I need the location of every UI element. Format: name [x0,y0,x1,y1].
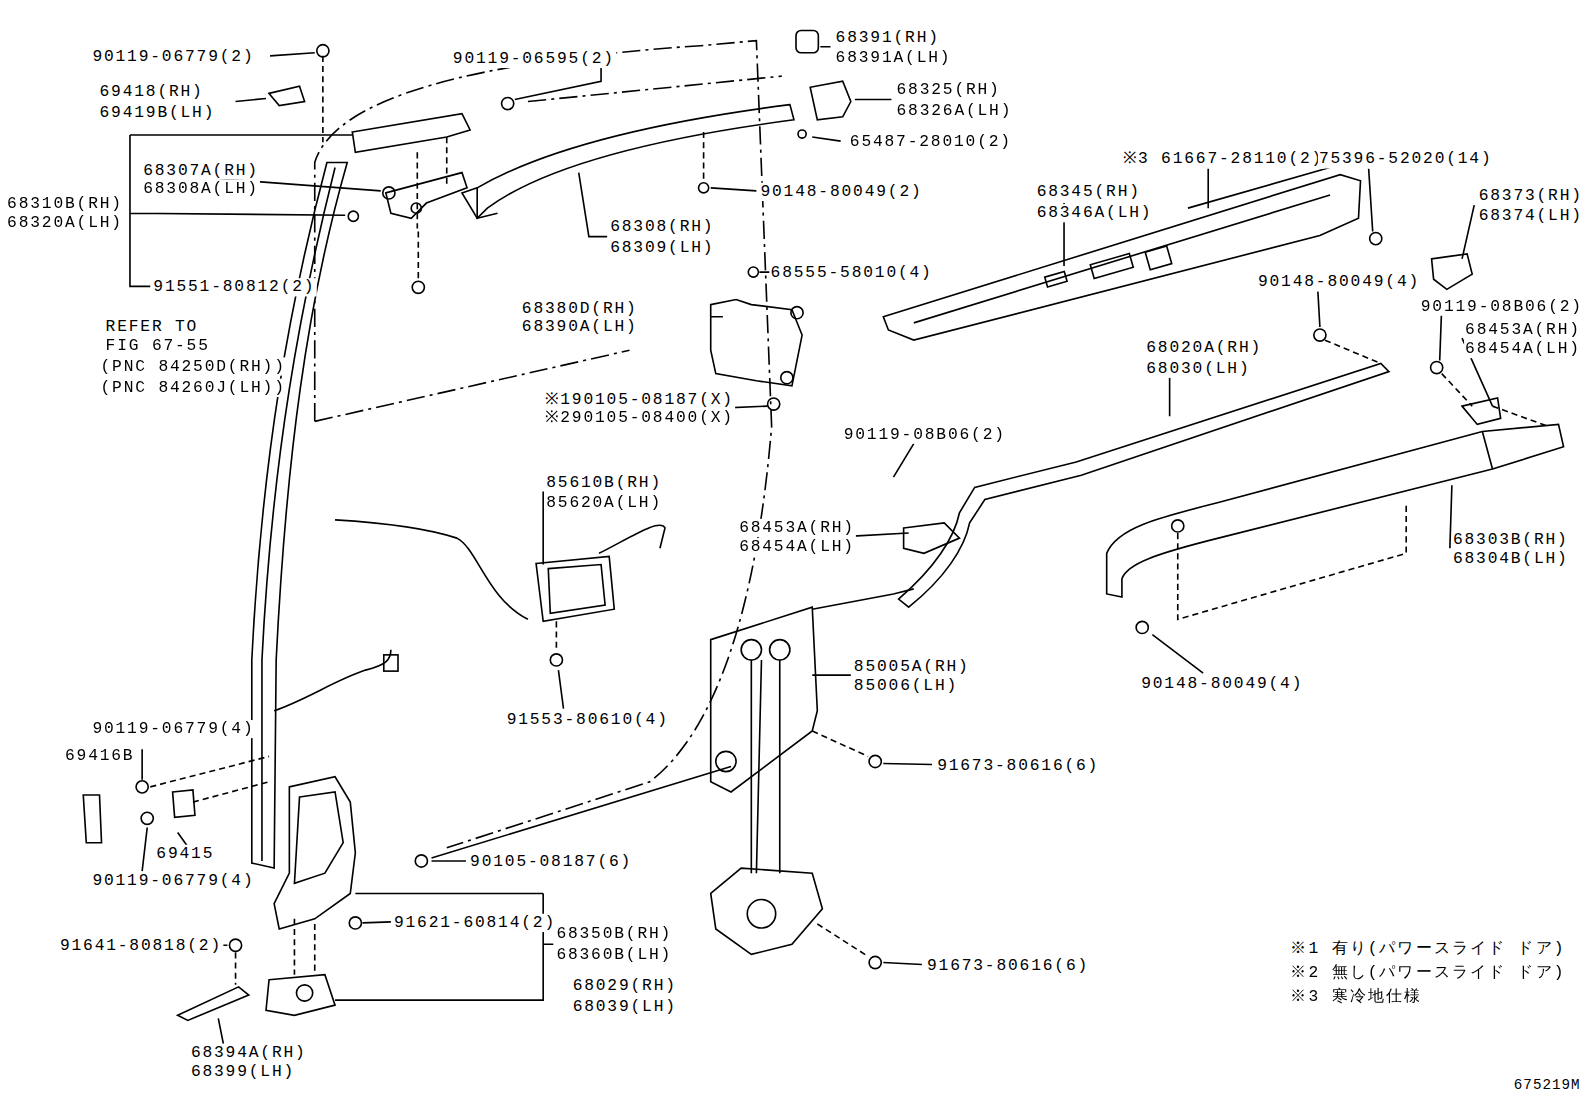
callout-number: 91551-80812(2) [152,278,316,296]
callout-number: 68453A(RH) [738,519,856,537]
callout-number: 65487-28010(2) [849,133,1013,151]
callout-number: 68373(RH) [1478,187,1584,205]
callout-number: 68390A(LH) [521,318,639,336]
callout-number: ※2 無し(パワースライド ドア) [1289,964,1566,982]
callout-number: 68304B(LH) [1452,550,1570,568]
callout-number: ※1 有り(パワースライド ドア) [1289,940,1566,958]
callout-number: 68039(LH) [572,998,678,1016]
callout-number: 68345(RH) [1036,183,1142,201]
callout-number: 91641-80818(2) [59,937,223,955]
callout-number: 68394A(RH) [190,1044,308,1062]
callout-number: 68391A(LH) [835,49,953,67]
callout-number: (PNC 84260J(LH)) [99,379,286,397]
callout-number: 68399(LH) [190,1063,296,1081]
callout-number: 68308(RH) [609,218,715,236]
callout-number: 85610B(RH) [545,474,663,492]
callout-number: 68308A(LH) [142,180,260,198]
callout-number: 68453A(RH) [1464,321,1582,339]
callout-number: 90148-80049(4) [1140,675,1304,693]
callout-number: 85006(LH) [853,677,959,695]
callout-number: 90148-80049(2) [759,183,923,201]
callout-number: ※190105-08187(X) [544,391,735,409]
callout-number: 90119-06779(2) [91,48,255,66]
callout-number: 68310B(RH) [6,195,124,213]
callout-number: 68325(RH) [895,81,1001,99]
callout-number: 90119-08B06(2) [1420,297,1584,315]
callout-number: 68374(LH) [1478,207,1584,225]
callout-number: FIG 67-55 [105,337,211,355]
callout-number: 85005A(RH) [853,658,971,676]
callout-number: 90119-06595(2) [452,50,616,68]
callout-number: 69415 [155,845,215,863]
callout-number: 68029(RH) [572,977,678,995]
callout-number: 68320A(LH) [6,214,124,232]
callout-number: 68454A(LH) [1464,340,1582,358]
callout-number: 91553-80610(4) [506,711,670,729]
callout-number: 75396-52020(14) [1318,150,1494,168]
callout-number: 68454A(LH) [738,538,856,556]
callout-number: 90119-06779(4) [91,872,255,890]
callout-number: (PNC 84250D(RH)) [99,357,286,375]
callout-number: 68555-58010(4) [770,264,934,282]
callout-number: 69419B(LH) [98,104,216,122]
callout-number: 68326A(LH) [895,102,1013,120]
callout-number: ※3 寒冷地仕様 [1289,988,1423,1006]
callout-number: 68303B(RH) [1452,531,1570,549]
callout-number: 91673-80616(6) [936,756,1100,774]
callout-number: 675219M [1513,1076,1582,1094]
callout-number: 68020A(RH) [1145,339,1263,357]
callout-number: 90148-80049(4) [1257,273,1421,291]
callout-number: ※3 61667-28110(2) [1122,150,1324,168]
callout-number: 69418(RH) [98,83,204,101]
callout-number: REFER TO [105,318,200,336]
callout-number: 68307A(RH) [142,161,260,179]
callout-number: 68030(LH) [1145,359,1251,377]
callout-number: 68360B(LH) [555,946,673,964]
callout-number: 68309(LH) [609,239,715,257]
callout-number: 85620A(LH) [545,493,663,511]
callout-number: 90119-06779(4) [91,720,255,738]
callout-number: 90119-08B06(2) [843,425,1007,443]
callout-number: 69416B [64,747,135,765]
callout-number: 68391(RH) [835,28,941,46]
callout-number: 91673-80616(6) [926,956,1090,974]
callout-number: 91621-60814(2) [393,914,557,932]
callout-number: 90105-08187(6) [469,853,633,871]
callout-number: 68380D(RH) [521,300,639,318]
callout-number: 68350B(RH) [555,925,673,943]
callout-number: ※290105-08400(X) [544,409,735,427]
callout-number: 68346A(LH) [1036,204,1154,222]
